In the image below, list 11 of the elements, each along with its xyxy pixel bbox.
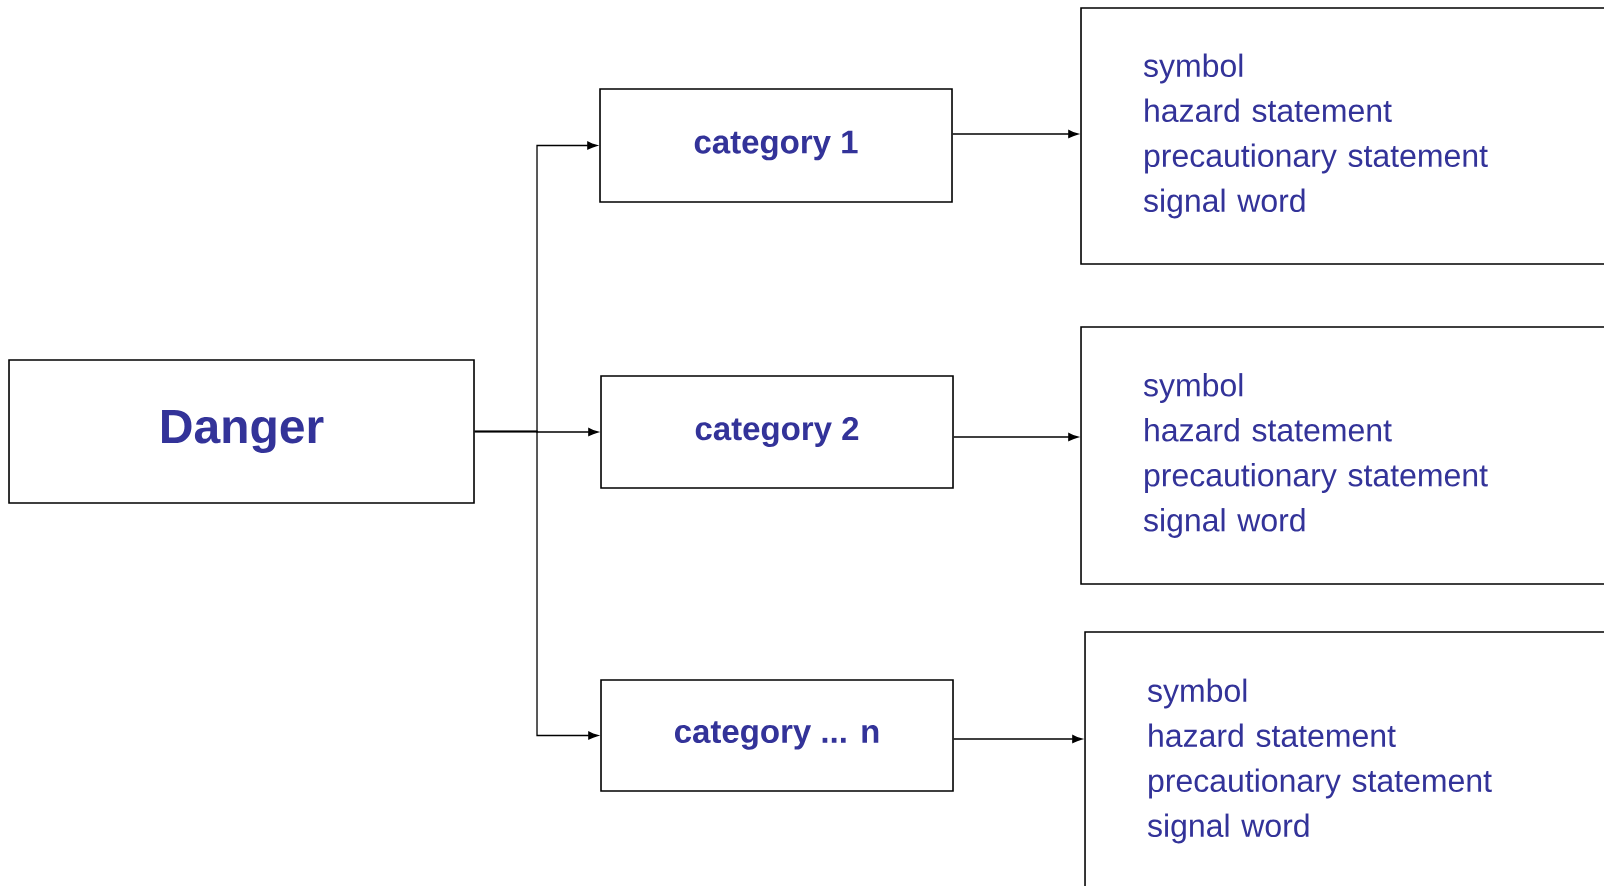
details-box: symbol hazard statement precautionary statement signal word [1084,631,1604,886]
category-box: category 1 [599,88,953,203]
details-box: symbol hazard statement precautionary statement signal word [1080,326,1604,585]
category-box: category 2 [600,375,954,489]
arrow [953,735,1083,743]
category-box: category ... n [600,679,954,792]
arrow [474,430,599,740]
details-box: symbol hazard statement precautionary statement signal word [1080,7,1604,265]
arrow [952,130,1079,138]
danger-box: Danger [8,359,475,504]
arrow [953,433,1079,441]
